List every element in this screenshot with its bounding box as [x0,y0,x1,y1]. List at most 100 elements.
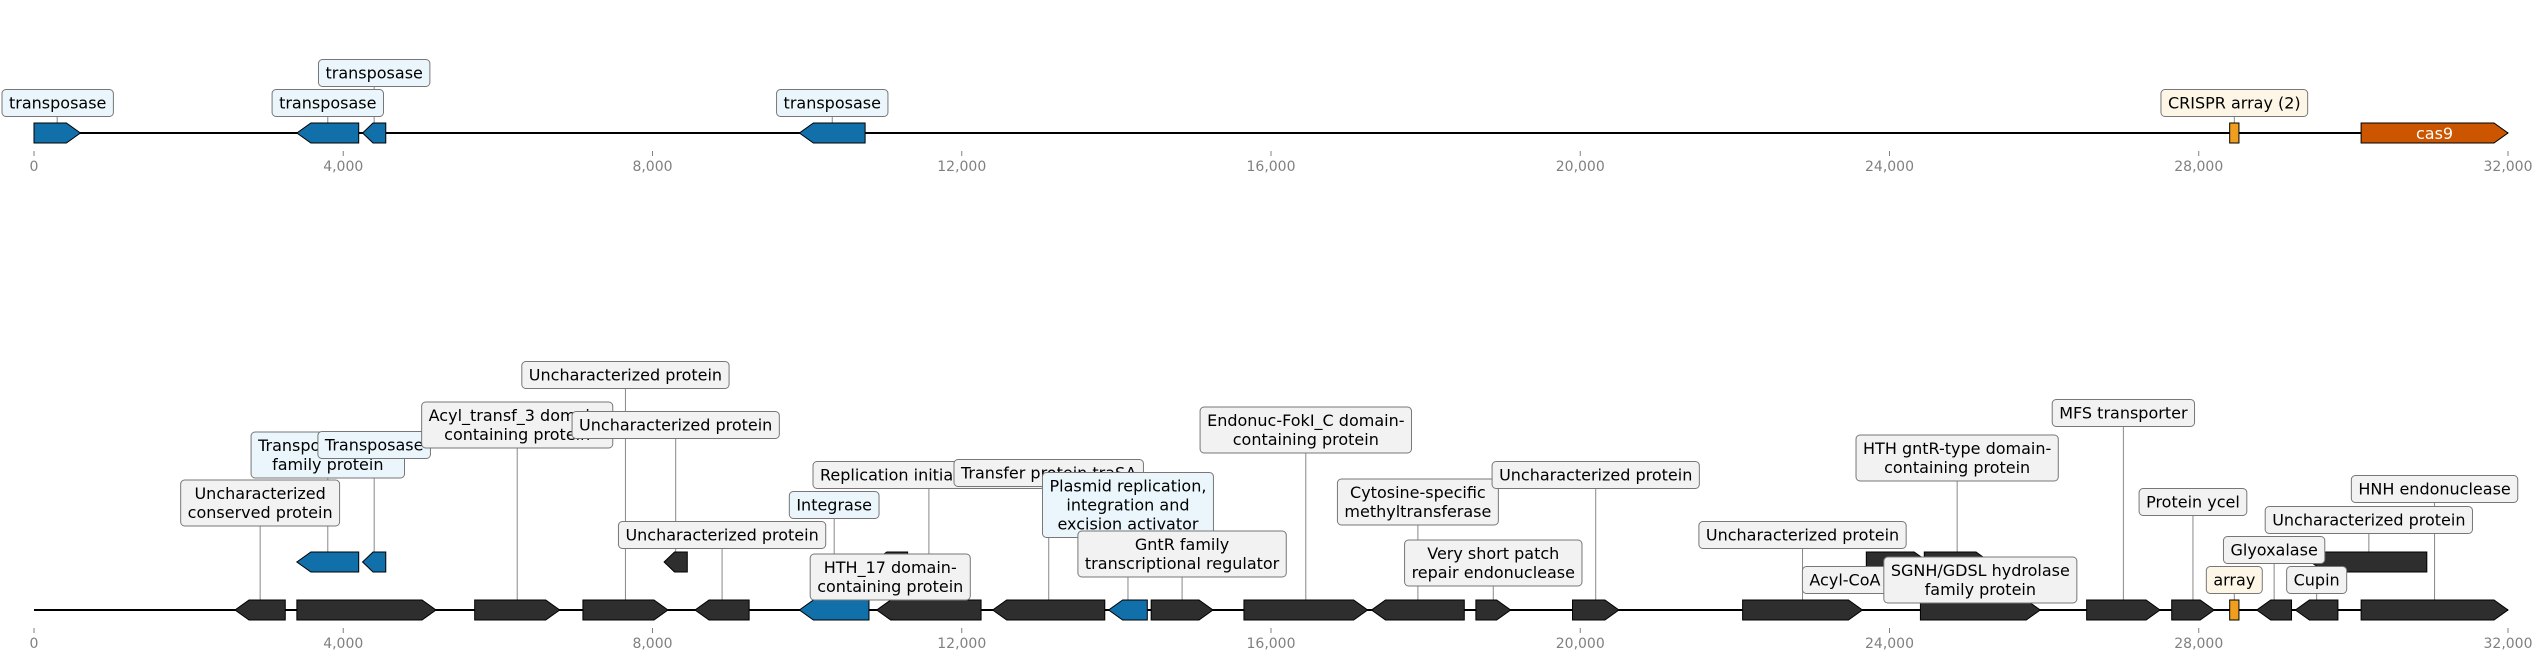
label-text: HTH_17 domain- [824,558,957,578]
tick-label: 12,000 [937,159,986,175]
feature-label: Protein ycel [2138,488,2248,516]
gene-arrow [33,122,82,144]
label-text: Uncharacterized protein [1706,526,1899,545]
label-box [1404,539,1583,587]
label-text: Endonuc-FokI_C domain- [1207,411,1404,431]
feature-label: MFS transporter [2051,399,2196,427]
label-text: containing protein [1233,430,1379,449]
label-box [1077,530,1287,578]
gene-arrow [1572,599,1620,621]
label-text: containing protein [444,425,590,444]
label-text: Uncharacterized protein [625,526,818,545]
label-text: Cytosine-specific [1350,483,1486,502]
gene-arrow [2086,599,2161,621]
gene-arrow [474,599,561,621]
label-text: Acyl_transf_3 domain- [429,406,606,426]
label-text: Uncharacterized protein [579,416,772,435]
gene-arrow [2255,599,2293,621]
gene-arrow [1742,599,1864,621]
feature-label: Plasmid replication,integration andexcis… [1041,472,1214,538]
label-box [1,89,114,117]
gene-arrow [2171,599,2216,621]
gene-inner-label: cas9 [2416,124,2453,143]
label-text: transposase [279,94,376,113]
label-text: SGNH/GDSL hydrolase [1891,561,2070,580]
tick-label: 28,000 [2174,159,2223,175]
label-text: repair endonuclease [1412,563,1575,582]
label-box [2160,89,2309,117]
gene-arrow [296,599,437,621]
tick-label: 24,000 [1865,636,1914,652]
gene-arrow [1150,599,1214,621]
label-box [1883,556,2078,604]
label-box [788,491,880,519]
label-box [1336,478,1499,526]
feature-label: Uncharacterized protein [521,361,730,389]
tick-label: 0 [30,636,39,652]
label-box [1698,521,1907,549]
gene-arrow [2294,599,2339,621]
gene-arrow [694,599,750,621]
label-text: array [2213,571,2255,590]
feature-label: array [2205,566,2263,594]
label-text: Uncharacterized protein [2272,511,2465,530]
gene-arrow [1370,599,1465,621]
label-box [776,89,889,117]
tick-label: 32,000 [2484,159,2533,175]
tick-label: 20,000 [1556,159,1605,175]
gene-arrow [1107,599,1148,621]
features: cas9 [33,122,2509,144]
label-box [317,59,431,87]
feature-label: Uncharacterized protein [1491,461,1700,489]
feature-label: Glyoxalase [2222,536,2326,564]
labels: transposase transposase transposase transpo… [1,59,2309,117]
label-text: transcriptional regulator [1085,554,1280,573]
tick-label: 0 [30,159,39,175]
feature-label: HNH endonuclease [2350,475,2519,503]
label-box [521,361,730,389]
tick-label: 16,000 [1247,159,1296,175]
gene-arrow [663,551,688,573]
gene-arrow [1243,599,1369,621]
label-box [2350,475,2519,503]
feature-label: Integrase [788,491,880,519]
label-text: Protein ycel [2146,493,2240,512]
tick-label: 12,000 [937,636,986,652]
label-text: containing protein [817,577,963,596]
label-text: GntR family [1135,535,1229,554]
tick-label: 8,000 [632,636,672,652]
label-text: excision activator [1057,515,1198,534]
tick-label: 16,000 [1247,636,1296,652]
feature-label: transposase [776,89,889,117]
label-box [2264,506,2473,534]
label-text: Transposase [324,436,424,455]
label-text: transposase [9,94,106,113]
label-text: CRISPR array (2) [2168,94,2301,113]
feature-label: CRISPR array (2) [2160,89,2309,117]
gene-arrow [296,122,360,144]
label-text: transposase [325,64,422,83]
gene-arrow [582,599,669,621]
gene-arrow [991,599,1106,621]
feature-label: HTH_17 domain-containing protein [809,553,971,601]
label-text: Uncharacterized protein [529,366,722,385]
feature-label: Cupin [2286,566,2348,594]
label-box [2205,566,2263,594]
label-box [2138,488,2248,516]
label-box [2286,566,2348,594]
label-text: integration and [1066,496,1189,515]
label-text: methyltransferase [1344,502,1491,521]
label-text: transposase [784,94,881,113]
gene-arrow [798,599,870,621]
tick-label: 4,000 [323,159,363,175]
gene-arrow [798,122,866,144]
